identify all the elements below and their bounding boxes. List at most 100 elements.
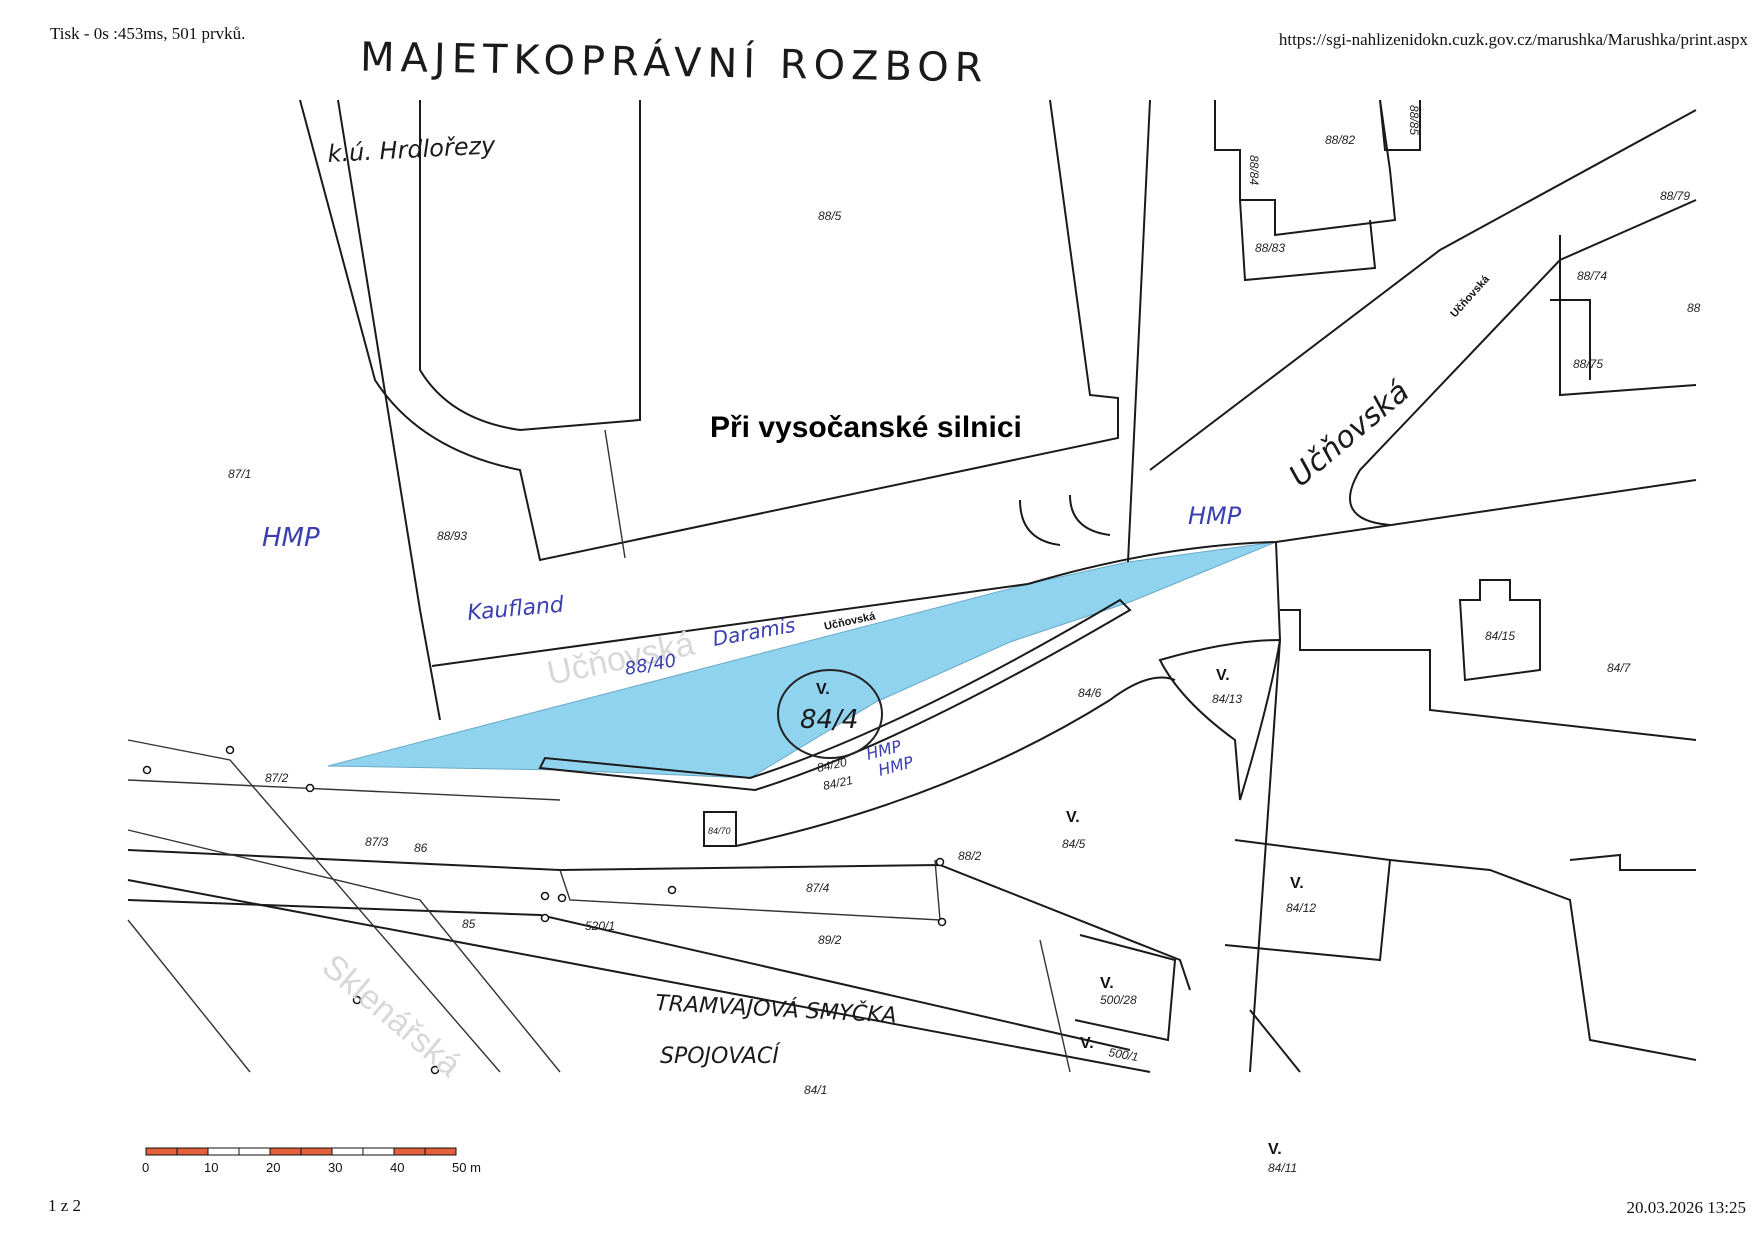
parcel-number: 87/1 <box>228 467 251 481</box>
parcel-520-1 <box>127 899 1131 1051</box>
parcel-number: 84/1 <box>804 1083 827 1097</box>
tram-track-3 <box>127 919 251 1073</box>
parcel-number: 85 <box>462 917 476 931</box>
scale-bar-segment <box>238 1147 271 1156</box>
print-footer-datetime: 20.03.2026 13:25 <box>1626 1198 1746 1217</box>
parcel-number: 87/4 <box>806 881 830 895</box>
handwritten-owner-hmp: HMP <box>1188 502 1242 530</box>
building-88-74 <box>1559 235 1697 397</box>
parcel-number: 88/85 <box>1407 105 1421 135</box>
parcel-boundary-88-5 <box>299 99 1119 562</box>
svg-text:V.: V. <box>816 681 830 698</box>
scale-bar-segment <box>145 1147 178 1156</box>
scale-bar-segment <box>362 1147 395 1156</box>
handwritten-cadastral-area: k.ú. Hrdlořezy <box>327 131 497 168</box>
scale-bar-segment <box>424 1147 457 1156</box>
parcel-number: 88/5 <box>818 209 842 223</box>
ownership-symbols: V. V. V. V. V. V. V. <box>816 667 1304 1158</box>
scale-bar-segment <box>300 1147 333 1156</box>
svg-text:V.: V. <box>1066 809 1080 826</box>
road-edge-ucnovska-2 <box>1275 541 1281 641</box>
scale-bar-label: 0 <box>142 1160 149 1175</box>
print-footer-page: 1 z 2 <box>48 1196 82 1215</box>
parcel-number: 88/75 <box>1573 357 1603 371</box>
road-edge-south <box>127 849 1191 991</box>
ucnovska-road-east <box>1349 199 1697 526</box>
parcel-number: 88/74 <box>1577 269 1607 283</box>
parcel-number: 84/7 <box>1607 661 1632 675</box>
road-edge-ucnovska <box>1127 99 1151 563</box>
parcel-number: 88/93 <box>437 529 467 543</box>
handwritten-street-ucnovska: Učňovská <box>1283 374 1417 494</box>
building-88-75 <box>1550 299 1591 380</box>
survey-points <box>142 745 947 1075</box>
curb-arc-2 <box>1069 494 1111 536</box>
parcel-number: 84/13 <box>1212 692 1242 706</box>
parcel-number: 84/15 <box>1485 629 1515 643</box>
parcel-number: 520/1 <box>585 919 615 933</box>
parcel-boundary-inner <box>604 429 626 559</box>
circled-parcel-marker <box>777 669 883 759</box>
parcel-number: 88 <box>1687 301 1701 315</box>
parcel-number: 88/84 <box>1247 155 1261 185</box>
handwritten-tram-loop: TRAMVAJOVÁ SMYČKA <box>655 990 898 1029</box>
parcel-number: 84/11 <box>1268 1161 1297 1175</box>
parcel-number: 84/5 <box>1062 837 1086 851</box>
parcel-east-step <box>1569 853 1696 871</box>
street-label-ucnovska-2: Učňovská <box>1448 273 1492 320</box>
scale-bar-label: 20 <box>266 1160 280 1175</box>
parcel-number: 88/83 <box>1255 241 1285 255</box>
handwritten-title: MAJETKOPRÁVNÍ ROZBOR <box>359 34 989 92</box>
parcel-number: 86 <box>414 841 428 855</box>
parcel-boundary-building <box>419 100 641 432</box>
parcel-number: 84/20 <box>816 755 849 775</box>
svg-text:V.: V. <box>1080 1035 1094 1052</box>
scale-bar-segment <box>207 1147 240 1156</box>
parcel-84-13 <box>1158 639 1281 801</box>
svg-text:V.: V. <box>1268 1141 1282 1158</box>
parcel-east-buildings <box>1389 859 1697 1061</box>
parcel-500-1 <box>127 879 1151 1073</box>
scale-bar-label: 10 <box>204 1160 218 1175</box>
parcel-number: 84/21 <box>822 773 854 793</box>
handwritten-owner-daramis: Daramis <box>711 613 797 651</box>
parcel-number: 84/12 <box>1286 901 1316 915</box>
curb-arc <box>1019 499 1061 546</box>
parcel-number: 84/6 <box>1078 686 1102 700</box>
building-88-85 <box>1379 99 1421 151</box>
scale-bar-label: 40 <box>390 1160 404 1175</box>
parcel-number: 87/2 <box>265 771 289 785</box>
parcel-number: 88/82 <box>1325 133 1355 147</box>
parcel-boundary-87-4 <box>559 859 941 921</box>
scale-bar-segment <box>176 1147 209 1156</box>
parcel-number: 89/2 <box>818 933 842 947</box>
building-84-15 <box>1458 579 1541 682</box>
parcel-number: 88/79 <box>1660 189 1690 203</box>
scale-bar-segment <box>331 1147 364 1156</box>
ucnovska-road-west <box>1149 109 1697 471</box>
building-88-83 <box>1239 199 1377 282</box>
parcel-500-28 <box>1074 934 1177 1042</box>
parcel-number: 500/1 <box>1107 1045 1139 1064</box>
tram-track-1 <box>127 779 561 801</box>
building-88-82 <box>1214 99 1397 237</box>
tram-track-2 <box>127 829 561 1073</box>
scale-bar-label: 50 m <box>452 1160 481 1175</box>
parcel-south-end <box>1249 1009 1301 1073</box>
scale-bar-segment <box>269 1147 302 1156</box>
parcel-84-7 <box>1280 609 1697 741</box>
parcel-number: 87/3 <box>365 835 389 849</box>
road-curve-84-6 <box>735 676 1176 847</box>
ghost-street-sklenarska: Sklenářská <box>315 947 468 1084</box>
parcel-boundary-88-93 <box>337 99 441 721</box>
print-header-url: https://sgi-nahlizenidokn.cuzk.gov.cz/ma… <box>1278 30 1748 49</box>
highlighted-parcel <box>327 541 1277 779</box>
svg-text:V.: V. <box>1100 975 1114 992</box>
street-label-pri-vysocanske: Při vysočanské silnici <box>710 411 1022 444</box>
parcel-east-block <box>1249 639 1281 1073</box>
handwritten-owner-kaufland: Kaufland <box>466 593 566 626</box>
cadastral-map: Učňovská Sklenářská Při vysočanské silni… <box>127 99 1701 1175</box>
print-header-info: Tisk - 0s :453ms, 501 prvků. <box>50 24 246 43</box>
road-edge-north-2 <box>1027 479 1697 585</box>
